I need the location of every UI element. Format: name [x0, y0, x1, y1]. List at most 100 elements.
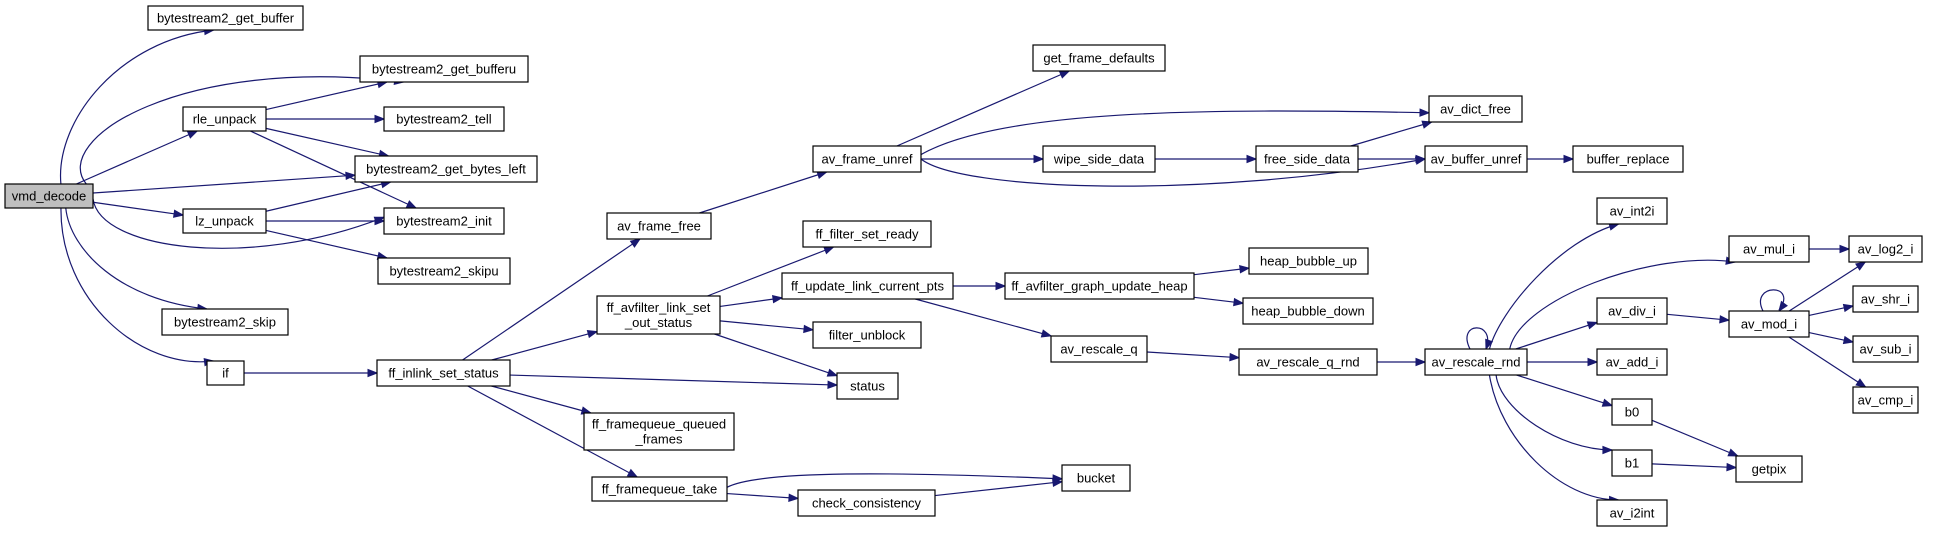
node-lz-unpack[interactable]: lz_unpack: [182, 208, 267, 234]
node-ff-update-link-current-pts[interactable]: ff_update_link_current_pts: [781, 272, 954, 300]
node-wipe-side-data[interactable]: wipe_side_data: [1042, 145, 1156, 173]
node-av-i2int[interactable]: av_i2int: [1596, 499, 1668, 527]
node-label: av_cmp_i: [1858, 393, 1914, 408]
edge-av_rescale_rnd-to-av_add_i: [1527, 357, 1599, 367]
node-av-rescale-rnd[interactable]: av_rescale_rnd: [1424, 348, 1528, 376]
node-ff-avfilter-graph-update-heap[interactable]: ff_avfilter_graph_update_heap: [1004, 272, 1195, 300]
node-status[interactable]: status: [836, 372, 899, 400]
edge-av_rescale_rnd-to-av_div_i: [1515, 321, 1599, 350]
node-b1[interactable]: b1: [1611, 449, 1653, 477]
node-bytestream2-skipu[interactable]: bytestream2_skipu: [377, 257, 511, 285]
node-label: status: [850, 379, 885, 394]
node-check-consistency[interactable]: check_consistency: [797, 489, 936, 517]
node-ff-inlink-set-status[interactable]: ff_inlink_set_status: [376, 359, 511, 387]
node-av-log2-i[interactable]: av_log2_i: [1848, 235, 1923, 263]
edge-ff_avfilter_link_set_out_status-to-filter_unblock: [719, 320, 815, 334]
node-av-rescale-q[interactable]: av_rescale_q: [1050, 335, 1148, 363]
edge-b0-to-getpix: [1651, 419, 1740, 457]
edge-av_mul_i-to-av_log2_i: [1809, 244, 1851, 254]
node-av-frame-unref[interactable]: av_frame_unref: [812, 145, 922, 173]
node-label: bytestream2_init: [396, 214, 492, 229]
node-ff-filter-set-ready[interactable]: ff_filter_set_ready: [802, 220, 932, 248]
node-ff-framequeue-take[interactable]: ff_framequeue_take: [591, 476, 728, 502]
edge-av_frame_unref-to-av_dict_free: [920, 108, 1431, 156]
node-rle-unpack[interactable]: rle_unpack: [182, 106, 267, 132]
edge-rle_unpack-to-bytestream2_tell: [266, 114, 386, 124]
node-label: bytestream2_skipu: [389, 264, 498, 279]
node-label: if: [222, 366, 229, 381]
edge-av_mod_i-to-av_shr_i: [1808, 303, 1855, 317]
edge-av_mod_i-to-av_cmp_i: [1788, 336, 1867, 388]
node-label: av_add_i: [1606, 355, 1659, 370]
edge-lz_unpack-to-bytestream2_get_bytes_left: [265, 180, 392, 212]
edge-ff_framequeue_take-to-check_consistency: [726, 492, 800, 502]
node-label: lz_unpack: [195, 214, 254, 229]
node-bytestream2-get-buffer[interactable]: bytestream2_get_buffer: [147, 5, 304, 31]
node-label: b1: [1625, 456, 1639, 471]
node-av-mod-i[interactable]: av_mod_i: [1728, 310, 1810, 338]
edge-ff_avfilter_graph_update_heap-to-heap_bubble_up: [1193, 265, 1251, 276]
node-label: ff_avfilter_link_set: [607, 300, 711, 315]
node-label: av_rescale_q: [1060, 342, 1137, 357]
edge-av_mod_i-to-av_sub_i: [1808, 331, 1855, 345]
node-ff-avfilter-link-set-out-status[interactable]: ff_avfilter_link_set_out_status: [596, 295, 721, 335]
edges-layer: [59, 26, 1867, 505]
node-av-frame-free[interactable]: av_frame_free: [606, 212, 712, 240]
node-label: av_log2_i: [1858, 242, 1914, 257]
node-buffer-replace[interactable]: buffer_replace: [1572, 145, 1684, 173]
node-heap-bubble-up[interactable]: heap_bubble_up: [1248, 247, 1369, 275]
node-label: heap_bubble_up: [1260, 254, 1357, 269]
node-free-side-data[interactable]: free_side_data: [1255, 145, 1359, 173]
node-label: _frames: [635, 432, 683, 447]
edge-lz_unpack-to-bytestream2_skipu: [265, 229, 389, 261]
edge-ff_inlink_set_status-to-ff_avfilter_link_set_out_status: [491, 329, 599, 361]
node-bytestream2-skip[interactable]: bytestream2_skip: [161, 308, 289, 336]
node-bytestream2-get-bytes-left[interactable]: bytestream2_get_bytes_left: [354, 155, 538, 183]
node-av-mul-i[interactable]: av_mul_i: [1728, 235, 1810, 263]
node-label: bucket: [1077, 471, 1116, 486]
edge-ff_inlink_set_status-to-av_frame_free: [462, 238, 642, 361]
node-av-dict-free[interactable]: av_dict_free: [1428, 95, 1523, 123]
node-label: ff_avfilter_graph_update_heap: [1011, 279, 1187, 294]
node-av-buffer-unref[interactable]: av_buffer_unref: [1424, 145, 1528, 173]
node-if[interactable]: if: [206, 360, 245, 386]
node-vmd-decode[interactable]: vmd_decode: [4, 183, 94, 209]
node-bytestream2-get-bufferu[interactable]: bytestream2_get_bufferu: [359, 55, 529, 83]
node-bytestream2-init[interactable]: bytestream2_init: [383, 207, 505, 235]
node-bytestream2-tell[interactable]: bytestream2_tell: [383, 106, 505, 132]
edge-av_rescale_rnd-to-av_rescale_rnd: [1466, 327, 1494, 351]
node-av-rescale-q-rnd[interactable]: av_rescale_q_rnd: [1238, 348, 1378, 376]
node-label: av_sub_i: [1859, 342, 1911, 357]
node-get-frame-defaults[interactable]: get_frame_defaults: [1032, 44, 1166, 72]
node-label: wipe_side_data: [1053, 152, 1145, 167]
node-av-shr-i[interactable]: av_shr_i: [1852, 285, 1919, 313]
edge-av_rescale_rnd-to-av_int2i: [1488, 222, 1620, 350]
node-ff-framequeue-queued-frames[interactable]: ff_framequeue_queued_frames: [583, 412, 735, 451]
edge-av_mod_i-to-av_mod_i: [1760, 289, 1788, 313]
edge-free_side_data-to-av_buffer_unref: [1358, 154, 1427, 164]
edge-lz_unpack-to-bytestream2_init: [266, 216, 386, 226]
node-label: av_i2int: [1610, 506, 1655, 521]
node-av-sub-i[interactable]: av_sub_i: [1852, 335, 1919, 363]
nodes-layer: vmd_decode bytestream2_get_buffer bytestre…: [4, 5, 1923, 527]
edge-vmd_decode-to-lz_unpack: [92, 201, 185, 218]
node-av-add-i[interactable]: av_add_i: [1596, 348, 1668, 376]
node-label: bytestream2_get_bufferu: [372, 62, 516, 77]
edge-av_mod_i-to-av_log2_i: [1788, 261, 1867, 312]
node-heap-bubble-down[interactable]: heap_bubble_down: [1242, 297, 1374, 325]
node-label: bytestream2_get_buffer: [157, 11, 295, 26]
edge-av_div_i-to-av_mod_i: [1666, 313, 1731, 324]
node-bucket[interactable]: bucket: [1061, 464, 1131, 492]
edge-wipe_side_data-to-free_side_data: [1155, 154, 1258, 164]
node-label: free_side_data: [1264, 152, 1351, 167]
node-label: ff_framequeue_queued: [592, 417, 726, 432]
node-av-div-i[interactable]: av_div_i: [1596, 297, 1668, 325]
node-label: filter_unblock: [829, 328, 906, 343]
edge-ff_update_link_current_pts-to-av_rescale_q: [915, 298, 1053, 338]
node-av-cmp-i[interactable]: av_cmp_i: [1852, 386, 1919, 414]
node-filter-unblock[interactable]: filter_unblock: [812, 321, 922, 349]
node-getpix[interactable]: getpix: [1735, 455, 1803, 483]
edge-av_rescale_rnd-to-b1: [1495, 374, 1614, 455]
node-av-int2i[interactable]: av_int2i: [1596, 197, 1668, 225]
node-b0[interactable]: b0: [1611, 398, 1653, 426]
